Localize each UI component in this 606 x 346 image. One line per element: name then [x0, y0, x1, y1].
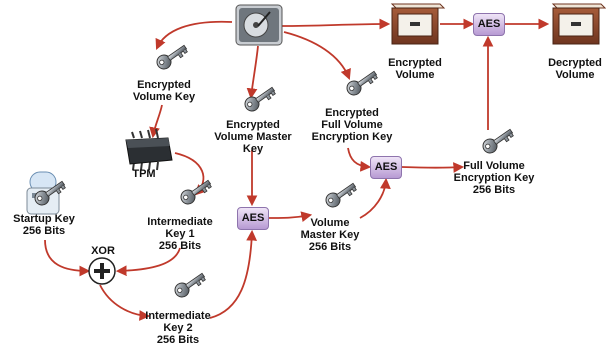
label-tpm: TPM	[132, 168, 156, 180]
label-decrypted-volume: Decrypted Volume	[548, 57, 602, 81]
label-xor: XOR	[91, 245, 115, 257]
key-icon	[244, 86, 276, 112]
arrow-vmk-to-aes-fvek	[359, 177, 391, 219]
arrow-aes-fvek-to-fvek	[401, 162, 465, 173]
arrow-efvek-to-aes-fvek	[347, 147, 372, 172]
label-encrypted-volume: Encrypted Volume	[388, 57, 442, 81]
bitlocker-key-diagram	[26, 3, 606, 321]
arrow-ik2-to-aes-vmk	[209, 229, 258, 319]
key-icon	[180, 179, 212, 205]
arrow-drive-to-encrypted-volume-key	[155, 20, 233, 50]
label-startup-key: Startup Key 256 Bits	[13, 213, 75, 237]
key-icon	[174, 272, 206, 298]
key-icon	[325, 182, 357, 208]
label-encrypted-volume-key: Encrypted Volume Key	[132, 79, 196, 103]
arrow-drive-to-efvek	[283, 31, 351, 81]
hard-drive-icon	[235, 4, 283, 46]
aes-box-top: AES	[473, 13, 505, 36]
key-icon	[482, 128, 514, 154]
aes-box-full-volume-key: AES	[370, 156, 402, 179]
arrow-aes-vmk-to-vmk	[267, 211, 313, 222]
arrow-drive-to-encrypted-volume	[281, 18, 391, 30]
label-volume-master-key: Volume Master Key 256 Bits	[300, 217, 360, 253]
aes-box-volume-master-key: AES	[237, 207, 269, 230]
key-icon	[156, 44, 188, 70]
arrow-evk-to-tpm	[149, 104, 163, 139]
label-fvek: Full Volume Encryption Key 256 Bits	[453, 160, 535, 196]
arrow-drive-to-evmk	[246, 45, 259, 100]
arrow-ik1-to-xor	[115, 247, 181, 277]
arrow-startup-to-xor	[44, 239, 91, 277]
key-icon	[34, 180, 66, 206]
xor-icon	[88, 257, 116, 285]
label-encrypted-volume-master-key: Encrypted Volume Master Key	[214, 119, 292, 155]
key-icons	[34, 44, 514, 298]
arrow-xor-to-ik2	[99, 284, 151, 321]
label-intermediate-key-1: Intermediate Key 1 256 Bits	[147, 216, 213, 252]
file-drawer-icon	[390, 3, 446, 45]
key-icon	[346, 70, 378, 96]
tpm-chip-icon	[125, 128, 173, 171]
file-drawer-icon	[551, 3, 606, 45]
label-encrypted-fvek: Encrypted Full Volume Encryption Key	[311, 107, 393, 143]
label-intermediate-key-2: Intermediate Key 2 256 Bits	[145, 310, 211, 346]
